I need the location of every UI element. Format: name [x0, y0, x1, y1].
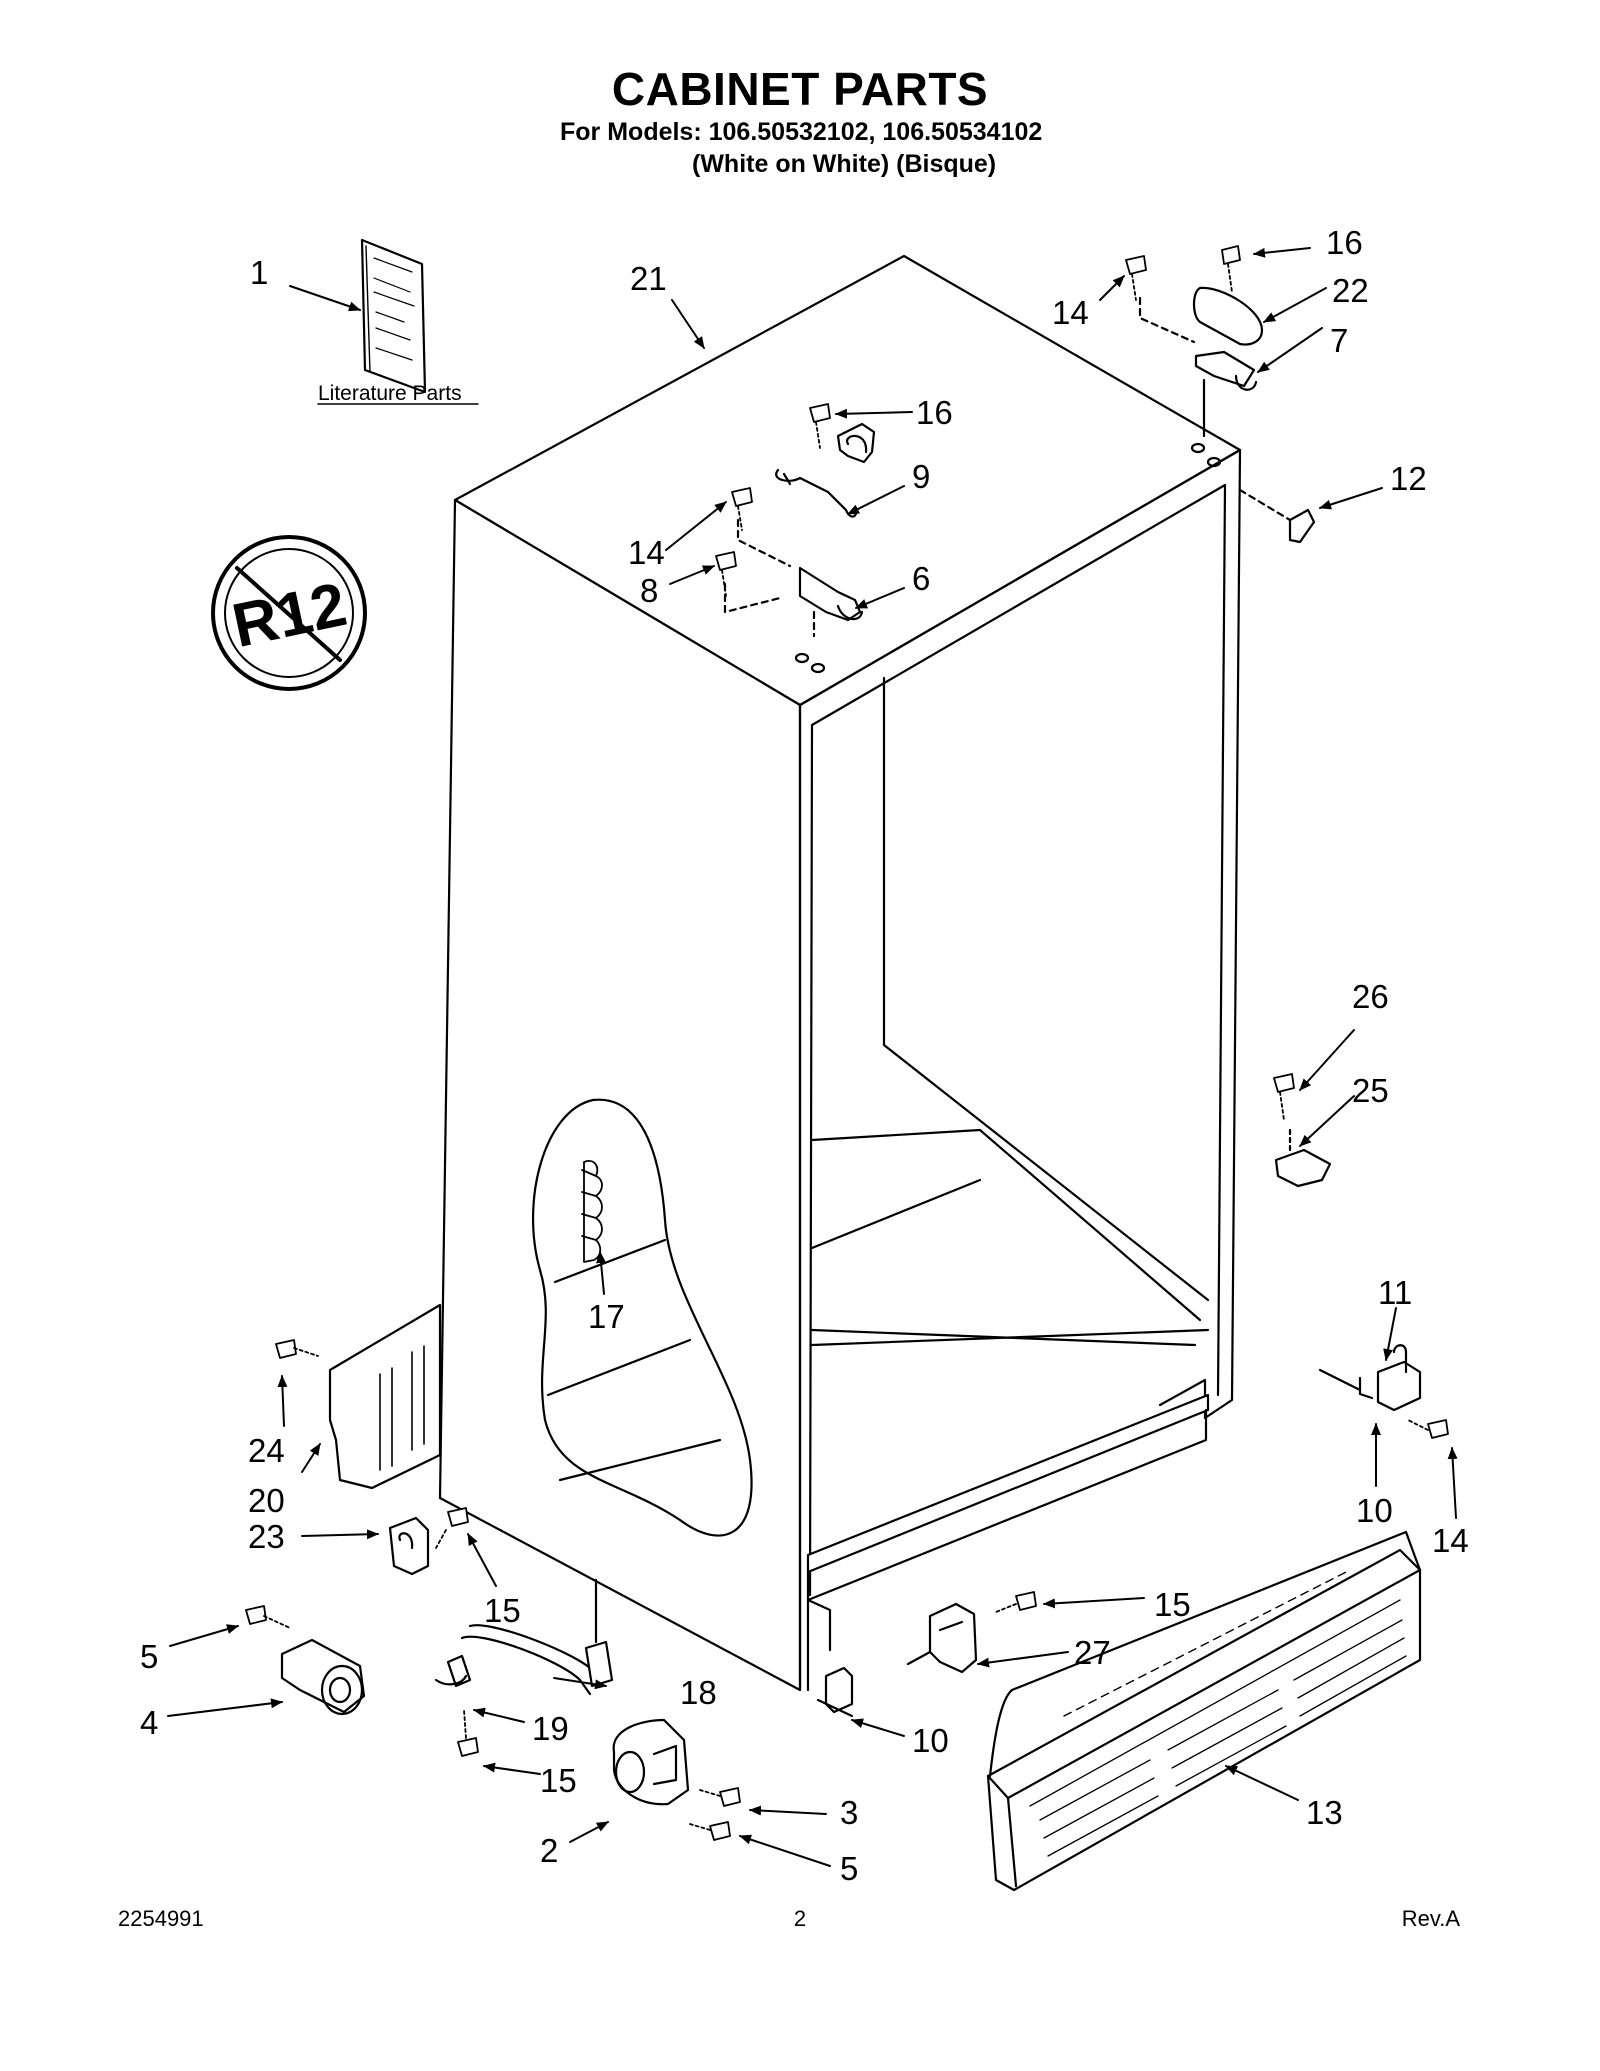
page-title: CABINET PARTS: [611, 63, 989, 115]
door-stop: [1274, 1126, 1332, 1188]
page-number: 2: [793, 1906, 807, 1931]
callout-4: 4: [140, 1704, 158, 1741]
callout-2: 2: [540, 1832, 558, 1869]
callout-15: 15: [1154, 1586, 1191, 1623]
callout-14: 14: [1432, 1522, 1469, 1559]
callout-20: 20: [248, 1482, 285, 1519]
callout-14: 14: [628, 534, 665, 571]
callout-5: 5: [840, 1850, 858, 1887]
callout-12: 12: [1390, 460, 1427, 497]
revision: Rev.A: [1401, 1906, 1460, 1931]
top-hinge-freezer: [723, 422, 876, 638]
cabinet-shell: [438, 254, 1242, 1692]
toe-grille: [986, 1530, 1422, 1892]
callout-16: 16: [1326, 224, 1363, 261]
wiring-cover-panel: [328, 1303, 442, 1490]
callout-1: 1: [250, 254, 268, 291]
roller-left: [280, 1638, 366, 1716]
callout-19: 19: [532, 1710, 569, 1747]
callout-22: 22: [1332, 272, 1369, 309]
door-stop-clip: [1238, 488, 1316, 544]
callout-10: 10: [912, 1722, 949, 1759]
doc-number: 2254991: [118, 1906, 204, 1931]
callout-25: 25: [1352, 1072, 1389, 1109]
callout-8: 8: [640, 572, 658, 609]
callout-15: 15: [484, 1592, 521, 1629]
leader-lines: [167, 247, 1458, 1867]
drain-tube: [581, 1160, 603, 1263]
literature-booklet: [317, 238, 479, 405]
toe-grille-clip: [906, 1602, 978, 1674]
top-hinge-fresh: [1138, 286, 1264, 438]
callout-6: 6: [912, 560, 930, 597]
callout-15: 15: [540, 1762, 577, 1799]
callout-5: 5: [140, 1638, 158, 1675]
literature-label: Literature Parts: [318, 382, 462, 405]
water-tube: [434, 1578, 614, 1696]
callout-9: 9: [912, 458, 930, 495]
roller-bracket-right: [1318, 1344, 1422, 1412]
callout-11: 11: [1378, 1274, 1412, 1311]
callout-18: 18: [680, 1674, 717, 1711]
callout-27: 27: [1074, 1634, 1111, 1671]
callout-26: 26: [1352, 978, 1389, 1015]
callout-21: 21: [630, 260, 667, 297]
callout-17: 17: [588, 1298, 625, 1335]
no-r12-text: R12: [227, 570, 353, 661]
callout-10: 10: [1356, 1492, 1393, 1529]
screws: [245, 245, 1449, 1841]
callout-3: 3: [840, 1794, 858, 1831]
callout-13: 13: [1306, 1794, 1343, 1831]
callout-14: 14: [1052, 294, 1089, 331]
callout-24: 24: [248, 1432, 285, 1469]
callout-16: 16: [916, 394, 953, 431]
rear-bracket: [388, 1516, 430, 1576]
models-line: For Models: 106.50532102, 106.50534102: [560, 118, 1043, 146]
bracket-front: [816, 1666, 854, 1718]
callout-7: 7: [1330, 322, 1348, 359]
callout-23: 23: [248, 1518, 285, 1555]
variants-line: (White on White) (Bisque): [692, 150, 997, 178]
callout-labels: 1 21 16 14 22 7 12 16 9 14 8 6 26 25 17 …: [140, 224, 1469, 1887]
no-r12-icon: [211, 535, 367, 691]
roller-front: [612, 1718, 690, 1806]
